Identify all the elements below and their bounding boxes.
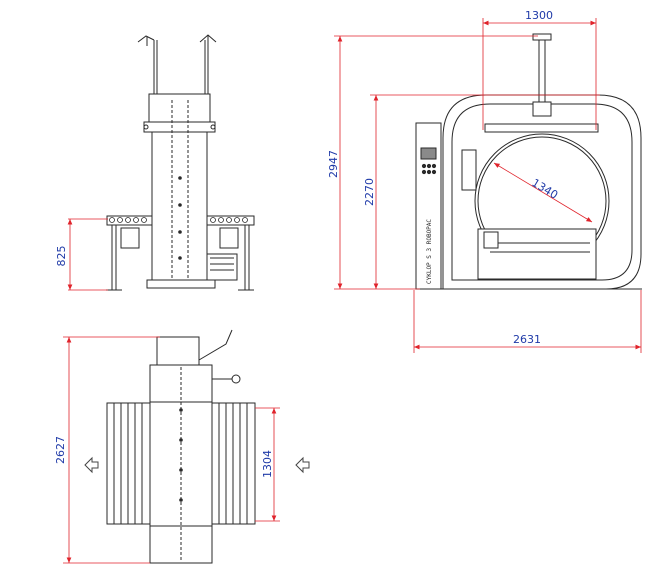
dim-text-2270: 2270 [363, 178, 376, 206]
dimension-2947: 2947 [327, 35, 538, 290]
dim-text-2631: 2631 [513, 333, 541, 346]
dimension-2627: 2627 [54, 336, 160, 564]
top-view [106, 329, 256, 564]
front-view [106, 34, 255, 291]
dim-text-2627: 2627 [54, 436, 67, 464]
side-view [415, 33, 642, 290]
dimension-2270: 2270 [363, 94, 600, 289]
dimension-2631: 2631 [413, 290, 642, 353]
dimension-1304: 1304 [255, 407, 280, 522]
dim-text-1304: 1304 [261, 450, 274, 478]
left-arrow-icon [295, 456, 310, 474]
left-arrow-icon [84, 456, 99, 474]
machine-panel-label: CYKLOP S 3 ROBOPAC [426, 219, 433, 284]
dim-text-825: 825 [55, 246, 68, 267]
dimension-825: 825 [55, 218, 108, 291]
dim-text-1300: 1300 [525, 9, 553, 22]
dim-text-2947: 2947 [327, 150, 340, 178]
dimension-1300: 1300 [482, 9, 597, 130]
